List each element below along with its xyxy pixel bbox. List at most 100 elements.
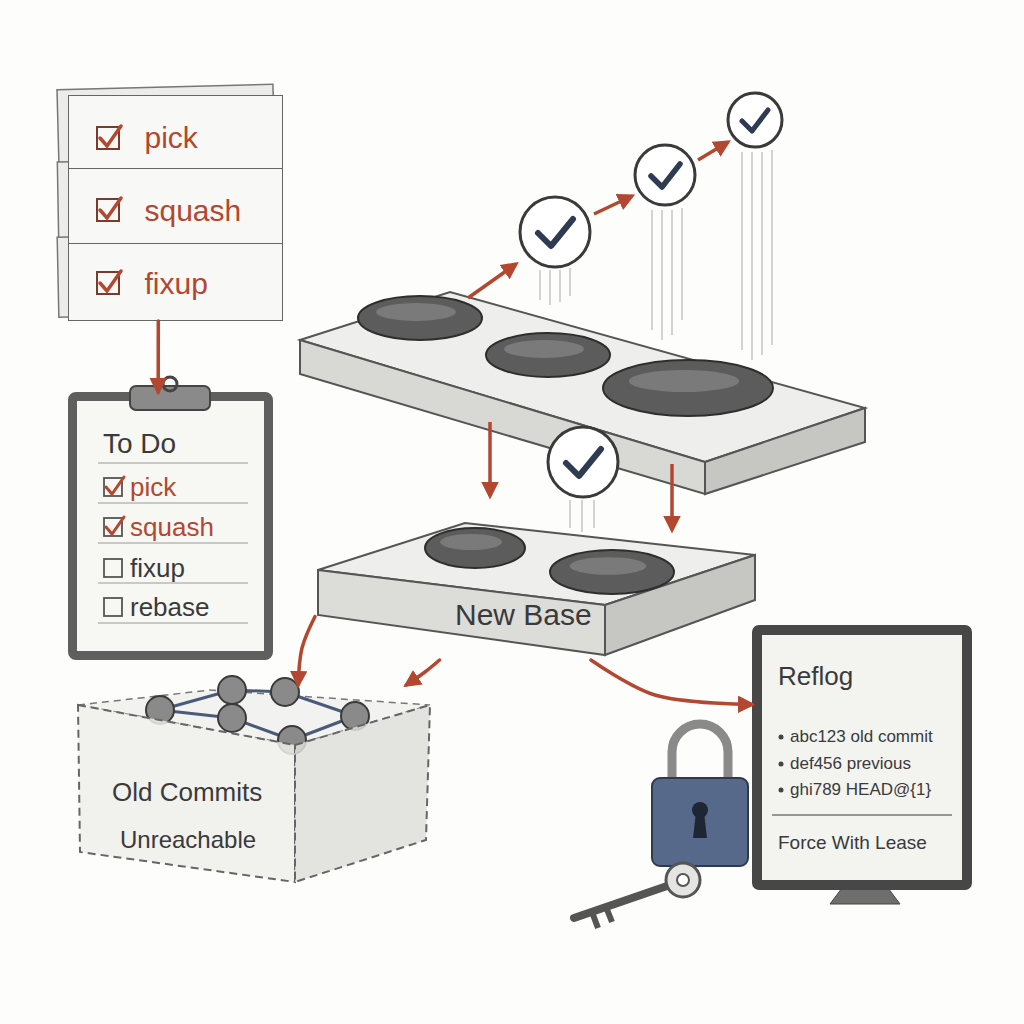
paper-sheet: squash (68, 168, 283, 246)
commit-stone (358, 296, 482, 340)
drop-arrow (670, 464, 674, 530)
check-mark (566, 449, 601, 476)
stone-highlight (376, 303, 456, 321)
checkbox (104, 478, 122, 496)
check-circle (635, 145, 695, 205)
box-front (78, 705, 295, 882)
ruled-line (98, 462, 248, 463)
node-text: squash (145, 196, 242, 226)
replay-arrow (594, 196, 632, 214)
node-text: Force With Lease (778, 833, 927, 852)
checkbox (104, 598, 122, 616)
node-text: Old Commits (112, 779, 262, 805)
check-mark (106, 477, 124, 494)
stone-highlight (629, 370, 739, 392)
hatch-line (681, 208, 682, 320)
ruled-line (98, 582, 248, 583)
stone-highlight (570, 557, 647, 575)
hatch-line (671, 210, 672, 335)
key-head (666, 863, 700, 897)
node-text: Reflog (778, 663, 853, 689)
keyhole (693, 812, 707, 838)
node-text: rebase (130, 594, 210, 620)
old-commit-dot (271, 678, 299, 706)
commit-stone (603, 360, 773, 416)
hatch-line (569, 500, 570, 528)
bullet (779, 735, 784, 740)
todo-clipboard: To Dopicksquashfixuprebase (68, 392, 273, 660)
unreachable-box: Old CommitsUnreachable (75, 685, 435, 885)
box-side (295, 705, 430, 882)
drop-arrow (488, 422, 492, 496)
old-commit-dot (218, 704, 246, 732)
check-circle (548, 427, 618, 497)
connector-layer (158, 321, 752, 705)
check-mark (100, 198, 121, 218)
hatch-line (593, 500, 594, 528)
hatch-line (771, 150, 772, 345)
ruled-line (98, 622, 248, 623)
clipboard-details (98, 377, 248, 623)
node-text: ghi789 HEAD@{1} (790, 781, 931, 798)
check-mark (106, 517, 124, 534)
paper-sheet: pick (68, 95, 283, 173)
hatch-line (751, 152, 752, 360)
node-text: New Base (455, 600, 592, 630)
lock-body (652, 778, 748, 866)
node-text: Unreachable (120, 828, 256, 852)
node-text: fixup (145, 269, 208, 299)
platform-side (705, 408, 865, 494)
check-mark (100, 126, 121, 146)
flow-arrow (298, 617, 315, 686)
checkbox (104, 518, 122, 536)
key-teeth (592, 907, 612, 928)
new-base-platform-outline (315, 515, 760, 660)
check-circle (520, 197, 590, 267)
key-shaft (574, 886, 667, 918)
ruled-line (98, 502, 248, 503)
node-text: fixup (130, 555, 185, 581)
hatch-line (569, 268, 570, 296)
key-hole (677, 874, 689, 886)
node-text: squash (130, 514, 214, 540)
node-text: abc123 old commit (790, 728, 933, 745)
monitor-stand (830, 888, 900, 904)
paper-checkboxes (97, 126, 121, 294)
check-circle (728, 93, 782, 147)
check-circles (520, 93, 782, 497)
hatch-line (581, 500, 582, 532)
stone-highlight (504, 340, 584, 358)
paper-sheet: fixup (68, 243, 283, 321)
bullet (779, 762, 784, 767)
node-text: def456 previous (790, 755, 911, 772)
flow-arrow (406, 660, 439, 685)
stone-highlight (440, 534, 502, 550)
flow-arrow (591, 660, 752, 705)
check-mark (651, 164, 680, 187)
flow-arrows (468, 142, 728, 530)
hatch-line (559, 270, 560, 302)
commit-stone (550, 550, 674, 594)
hatch-line (661, 210, 662, 340)
clipboard-clip (130, 386, 210, 410)
checkbox (97, 272, 119, 294)
hatch-line (651, 210, 652, 330)
check-mark (100, 271, 121, 291)
clip-ring (163, 377, 177, 391)
new-base-platform: New Base (315, 515, 760, 660)
hatch-line (549, 270, 550, 305)
ruled-line (98, 542, 248, 543)
hatch-line (741, 152, 742, 350)
checkbox (97, 199, 119, 221)
checkbox (104, 559, 122, 577)
padlock (652, 724, 748, 866)
node-text: pick (145, 123, 198, 153)
checkbox (97, 127, 119, 149)
old-commit-dot (218, 676, 246, 704)
lock-shackle (672, 724, 728, 782)
check-mark (742, 110, 768, 131)
reflog-monitor: Reflog abc123 old commit def456 previous gh… (752, 625, 972, 890)
